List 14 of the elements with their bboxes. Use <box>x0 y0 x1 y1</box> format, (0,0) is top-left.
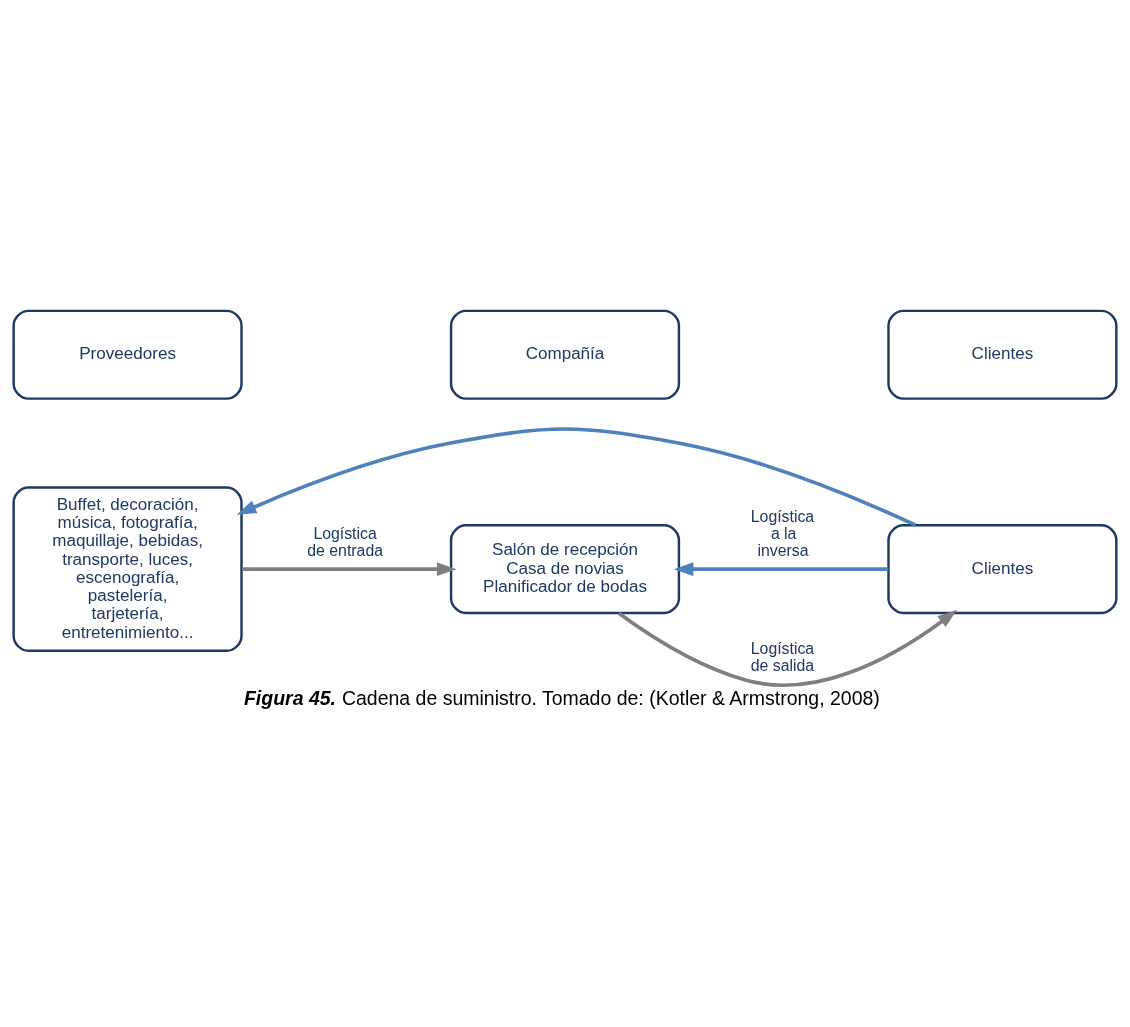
edge-label: Logística de entrada <box>307 524 383 559</box>
edge-label: Logística a la inversa <box>750 507 815 559</box>
arrow <box>673 561 889 576</box>
node-box: Clientes <box>887 523 1118 614</box>
node-box: Salón de recepción Casa de novias Planificador de bodas <box>449 523 681 614</box>
node-box: Buffet, decoración, música, fotografía, maquillaje, bebidas, transporte, luces, escenografía, pastelería, tarjetería, entretenimiento... <box>12 485 243 652</box>
caption: Figura 45. Cadena de suministro. Tomado de: (Kotler & Armstrong, 2008) <box>243 686 880 709</box>
arrow <box>236 426 917 527</box>
node-box: Compañía <box>449 309 681 400</box>
node-box: Clientes <box>887 309 1118 400</box>
edge-label: Logística de salida <box>750 639 815 674</box>
arrow <box>617 609 958 687</box>
arrow <box>241 561 457 576</box>
node-box: Proveedores <box>12 309 243 400</box>
